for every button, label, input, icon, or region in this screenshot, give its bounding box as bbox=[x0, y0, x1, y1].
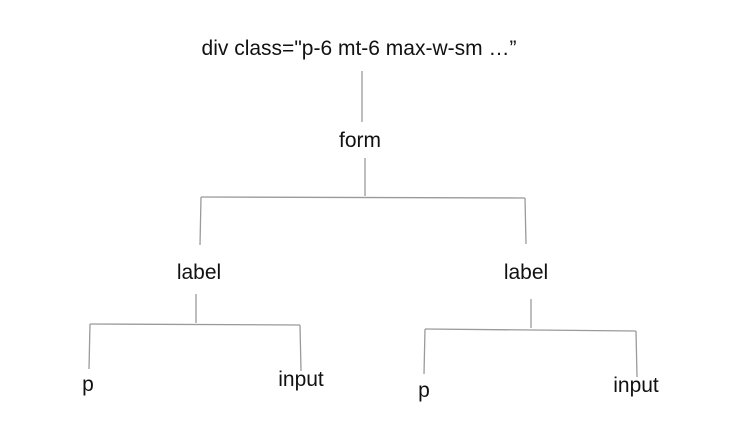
root-node-label: div class="p-6 mt-6 max-w-sm …” bbox=[202, 37, 517, 60]
tree-nodes: div class="p-6 mt-6 max-w-sm …” form lab… bbox=[82, 37, 659, 402]
edge-form-right-label bbox=[524, 197, 527, 245]
left-label-node-label: label bbox=[177, 261, 221, 284]
edge-right-label-bar bbox=[424, 328, 637, 332]
left-input-node-label: input bbox=[278, 368, 324, 391]
edge-right-input bbox=[635, 330, 638, 378]
left-p-node-label: p bbox=[82, 373, 94, 396]
edge-right-p bbox=[423, 328, 426, 375]
edge-form-bar bbox=[200, 196, 526, 199]
edge-form-left-label bbox=[199, 196, 202, 246]
form-node-label: form bbox=[339, 129, 381, 152]
edge-left-label-bar bbox=[89, 323, 301, 326]
right-input-node-label: input bbox=[613, 374, 659, 397]
edge-left-p bbox=[88, 323, 91, 370]
edge-left-input bbox=[299, 324, 302, 372]
right-label-node-label: label bbox=[504, 261, 548, 284]
right-p-node-label: p bbox=[418, 379, 430, 402]
tree-connectors bbox=[88, 71, 638, 378]
